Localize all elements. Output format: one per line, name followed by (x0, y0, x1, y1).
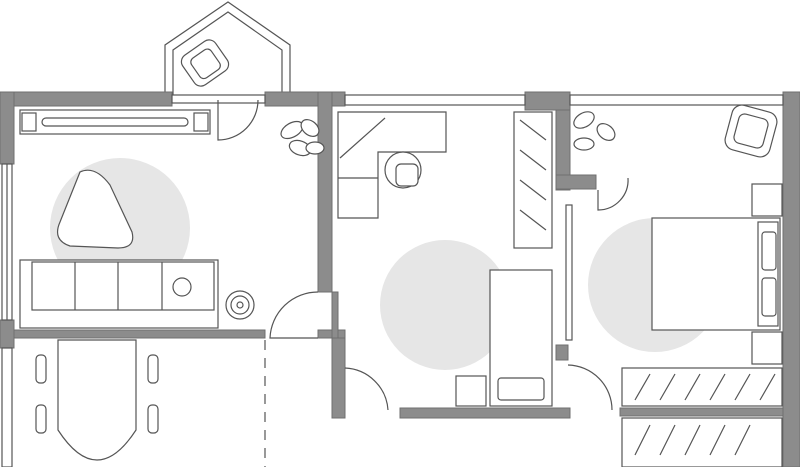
coffee-table (57, 169, 134, 249)
wardrobe-office (513, 111, 553, 249)
wardrobe-bedroom (621, 367, 783, 467)
dining-table (35, 339, 159, 461)
double-bed (651, 183, 783, 365)
sofa (19, 259, 219, 329)
plant-icon (280, 119, 325, 157)
desk (337, 111, 447, 219)
doors (217, 99, 629, 467)
office-zone (380, 240, 510, 370)
bay-window (164, 1, 291, 95)
walls (0, 91, 800, 467)
office-chair (384, 151, 422, 189)
plant-icon-bedroom (573, 111, 616, 151)
armchair-icon (180, 39, 230, 87)
windows (1, 94, 784, 467)
armchair-bedroom (724, 104, 778, 158)
bed-single (455, 269, 553, 407)
robot-vacuum-icon (225, 290, 255, 320)
tv-console (19, 109, 211, 135)
